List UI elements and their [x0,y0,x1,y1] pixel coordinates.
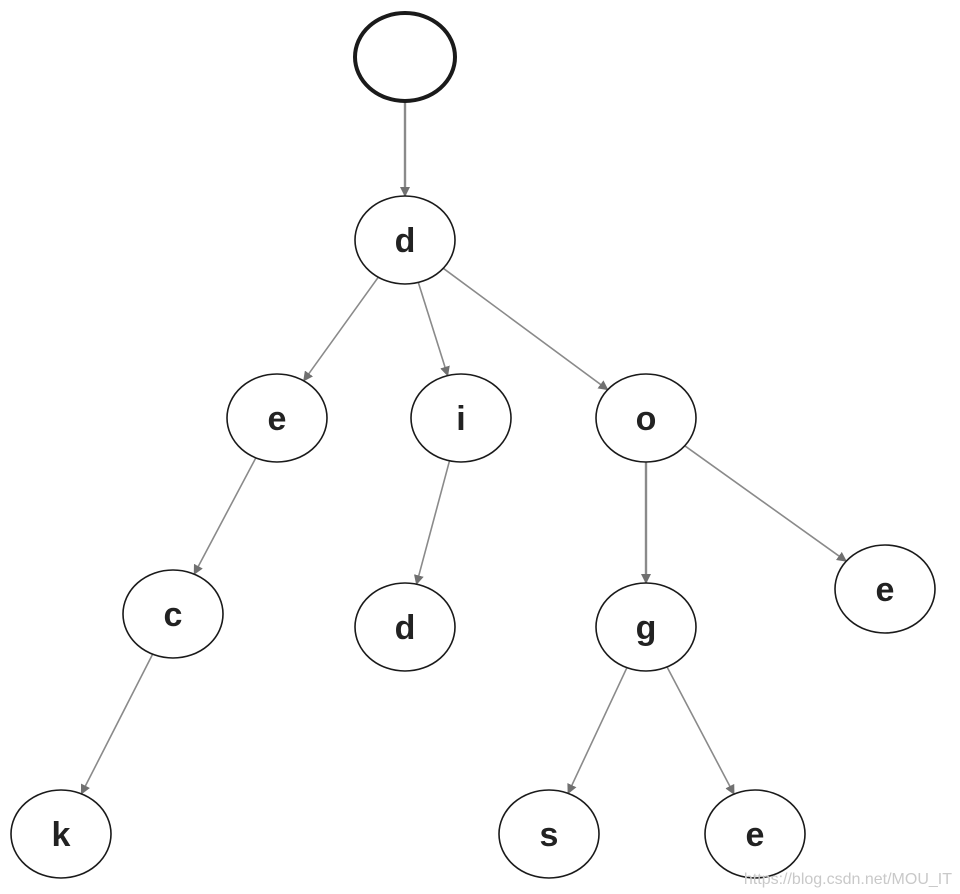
node-circle [704,789,806,879]
node-o1: o [595,373,697,463]
edge-d1-to-i1 [417,282,450,377]
edge-g1-to-e3 [666,666,735,795]
node-label: e [876,571,895,609]
node-circle [354,195,456,285]
edges [80,101,848,795]
node-label: d [395,609,416,647]
node-circle [10,789,112,879]
node-label: i [456,400,465,438]
node-label: o [636,400,657,438]
watermark-text: https://blog.csdn.net/MOU_IT [744,871,952,888]
edge-d1-to-e1 [303,276,379,382]
node-g1: g [595,582,697,672]
node-s1: s [498,789,600,879]
edge-o1-to-e2 [684,445,848,562]
edge-g1-to-s1 [567,667,628,795]
node-circle [595,373,697,463]
node-circle [354,582,456,672]
node-e1: e [226,373,328,463]
node-circle [122,569,224,659]
node-i1: i [410,373,512,463]
node-label: g [636,609,657,647]
node-circle [226,373,328,463]
node-c1: c [122,569,224,659]
node-e3: e [704,789,806,879]
node-label: e [268,400,287,438]
node-d2: d [354,582,456,672]
edge-e1-to-c1 [193,457,257,575]
edge-c1-to-k1 [80,653,154,795]
node-circle [353,11,457,103]
node-e2: e [834,544,936,634]
node-label: e [746,816,765,854]
node-circle [410,373,512,463]
node-k1: k [10,789,112,879]
node-d1: d [354,195,456,285]
edge-d1-to-o1 [442,267,609,391]
node-circle [834,544,936,634]
node-root [353,11,457,103]
node-label: d [395,222,416,260]
edge-i1-to-d2 [413,460,451,586]
node-circle [498,789,600,879]
nodes: d e i o c d g e k s e [10,11,936,879]
node-circle [595,582,697,672]
node-label: c [164,596,183,634]
node-label: s [540,816,559,854]
node-label: k [52,816,71,854]
